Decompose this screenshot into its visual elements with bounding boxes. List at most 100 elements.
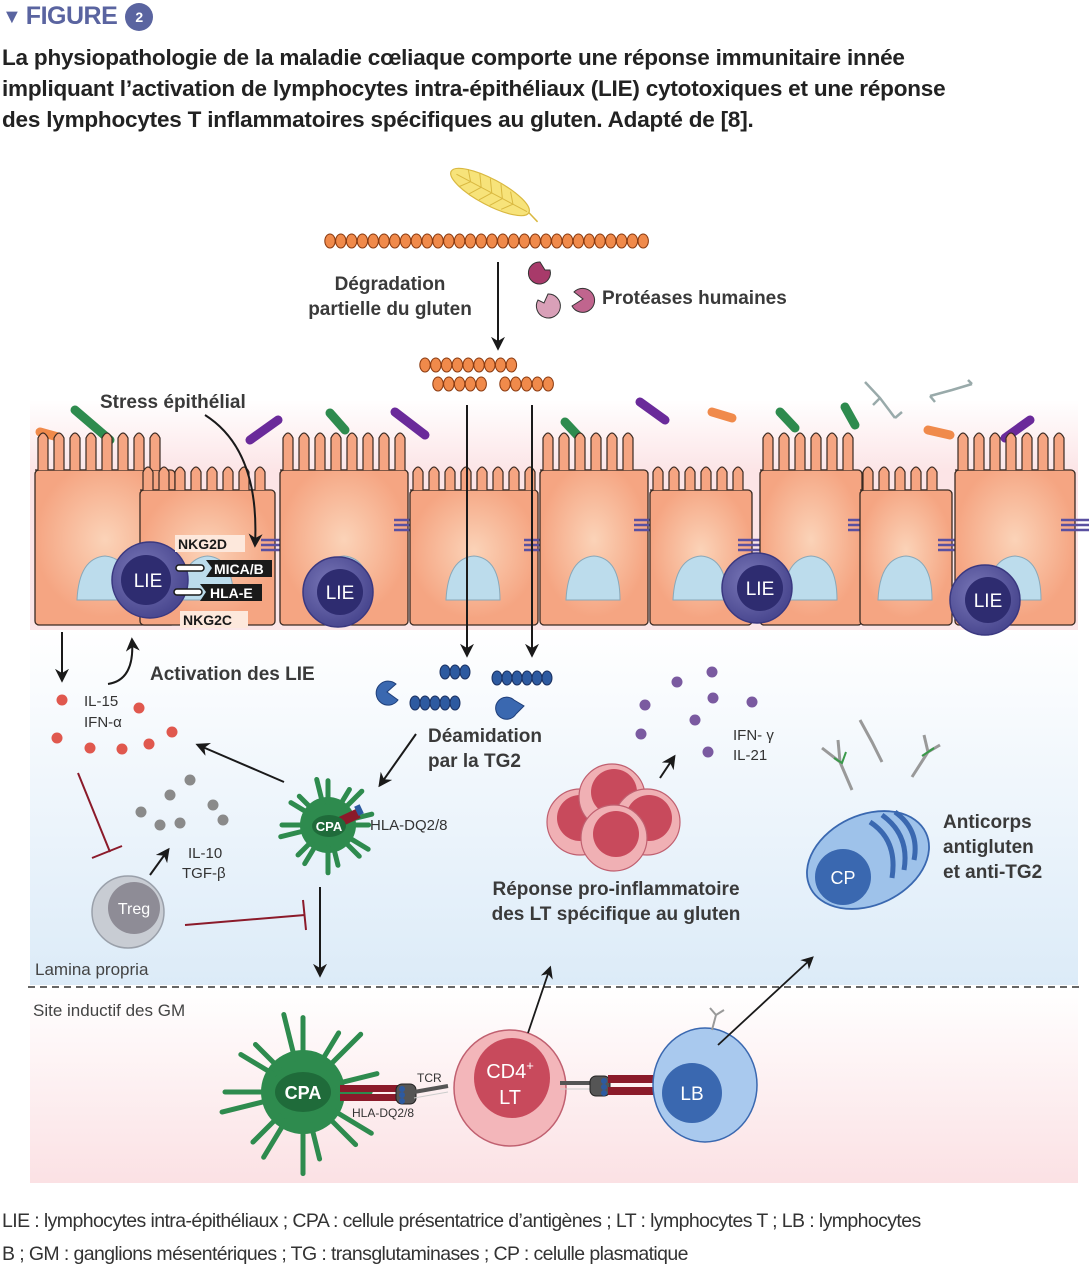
lie-label: LIE	[974, 591, 1003, 612]
lt-secretion-arrow	[659, 754, 676, 779]
lie-label: LIE	[134, 571, 163, 592]
peptide-bead	[615, 233, 628, 249]
il15-dot	[143, 738, 155, 750]
peptide-bead	[486, 233, 498, 249]
nkg2d-label: NKG2D	[178, 536, 227, 552]
proinflam-label: des LT spécifique au gluten	[492, 904, 741, 925]
peptide-bead	[561, 233, 574, 249]
abbreviations-legend: LIE : lymphocytes intra-épithéliaux ; CP…	[2, 1205, 1090, 1271]
peptide-bead	[542, 376, 554, 392]
peptide-bead	[453, 233, 466, 249]
gluten-peptide-chain	[324, 233, 649, 249]
peptide-bead	[443, 376, 455, 392]
peptide-bead	[464, 233, 477, 249]
peptide-bead	[531, 670, 543, 686]
cpa-dendrite	[324, 1113, 359, 1148]
peptide-bead	[540, 233, 552, 249]
cd4-label: CD4+	[486, 1058, 534, 1083]
cytokine-label: TGF-β	[182, 865, 226, 882]
cpa-dendrite	[324, 1031, 364, 1071]
peptide-bead	[356, 233, 369, 249]
nucleus	[877, 555, 933, 601]
deamidation-label: Déamidation	[428, 726, 542, 747]
il15-dot	[116, 743, 128, 755]
inhibition-line	[77, 772, 307, 931]
lb-differentiation-arrow	[717, 956, 814, 1046]
cpa-dendrite	[252, 1041, 282, 1071]
lie-cell: LIE	[721, 552, 793, 624]
lie-cell: LIE	[302, 556, 374, 628]
lie-cell: LIE	[111, 541, 189, 619]
stress-arrow	[204, 414, 263, 548]
figure-label: FIGURE	[25, 2, 118, 30]
bacterium-icon	[390, 407, 430, 440]
caption-line: impliquant l’activation de lymphocytes i…	[2, 76, 946, 101]
peptide-bead	[520, 376, 533, 392]
cpa-label: CPA	[285, 1083, 322, 1103]
hla-dq-label: HLA-DQ2/8	[370, 817, 448, 834]
cpa-dendrite	[330, 844, 341, 868]
peptide-bead	[594, 233, 606, 249]
il10-dot	[154, 819, 166, 831]
peptide-bead	[637, 233, 649, 249]
microvilli	[540, 432, 634, 471]
antibodies-label: Anticorps	[943, 812, 1032, 833]
antibodies-label: antigluten	[943, 837, 1034, 858]
peptide-bead	[531, 376, 544, 392]
lb-label: LB	[680, 1084, 703, 1105]
cpa-dendrite	[288, 800, 312, 816]
lt-cell-cluster	[546, 763, 681, 872]
peptide-bead	[345, 233, 358, 249]
nucleus	[565, 555, 621, 601]
peptide-bead	[367, 233, 379, 249]
ifn-dot	[706, 666, 718, 678]
peptide-bead	[459, 664, 471, 680]
nkg2c-receptor	[173, 588, 203, 596]
peptide-bead	[432, 376, 444, 392]
deamidated-peptides	[409, 664, 553, 711]
epithelial-cell	[859, 466, 966, 626]
cpa-dendrite	[317, 1030, 342, 1066]
lb-cell: LB	[652, 1007, 758, 1143]
ifn-dot	[639, 699, 651, 711]
il10-dot	[174, 817, 186, 829]
ifn-dot	[702, 746, 714, 758]
legend-line: B ; GM : ganglions mésentériques ; TG : …	[2, 1243, 689, 1265]
lie-label: LIE	[326, 583, 355, 604]
cytokine-label: IL-10	[188, 845, 222, 862]
activation-arrow	[107, 637, 140, 685]
cpa-dendrite	[341, 838, 362, 859]
il15-dot	[84, 742, 96, 754]
microvilli	[650, 466, 744, 491]
peptide-bead	[491, 670, 503, 686]
bacterium-icon	[635, 397, 670, 425]
peptide-bead	[378, 233, 390, 249]
treg-cell: Treg	[91, 875, 165, 949]
cpa-cell: CPA	[278, 776, 375, 876]
figure-number-badge: 2	[125, 2, 154, 31]
cpa-dendrite	[250, 1113, 282, 1145]
peptide-bead	[324, 233, 336, 249]
peptide-bead	[439, 664, 451, 680]
peptide-bead	[473, 357, 485, 373]
microvilli	[35, 432, 161, 471]
peptide-bead	[501, 670, 513, 686]
cpa-dendrite	[278, 827, 309, 840]
cpa-dendrite	[238, 1052, 277, 1078]
triangle-down-icon: ▼	[2, 5, 22, 28]
peptide-bead	[475, 376, 487, 392]
cytokine-label: IFN-α	[84, 714, 122, 731]
lt-label: LT	[499, 1087, 521, 1109]
peptide-bead	[464, 376, 477, 392]
degradation-label: partielle du gluten	[308, 299, 472, 320]
nkg2c-label: NKG2C	[183, 612, 232, 628]
peptide-bead	[626, 233, 639, 249]
caption-line: des lymphocytes T inflammatoires spécifi…	[2, 107, 754, 132]
bacterium-icon	[325, 408, 350, 435]
peptide-bead	[507, 233, 520, 249]
cpa-dendrite	[302, 841, 319, 867]
cpa-dendrite	[344, 834, 371, 852]
il15-dot	[56, 694, 68, 706]
cd4-lt-cell: CD4+ LT	[453, 1029, 567, 1147]
peptide-bead	[484, 357, 496, 373]
